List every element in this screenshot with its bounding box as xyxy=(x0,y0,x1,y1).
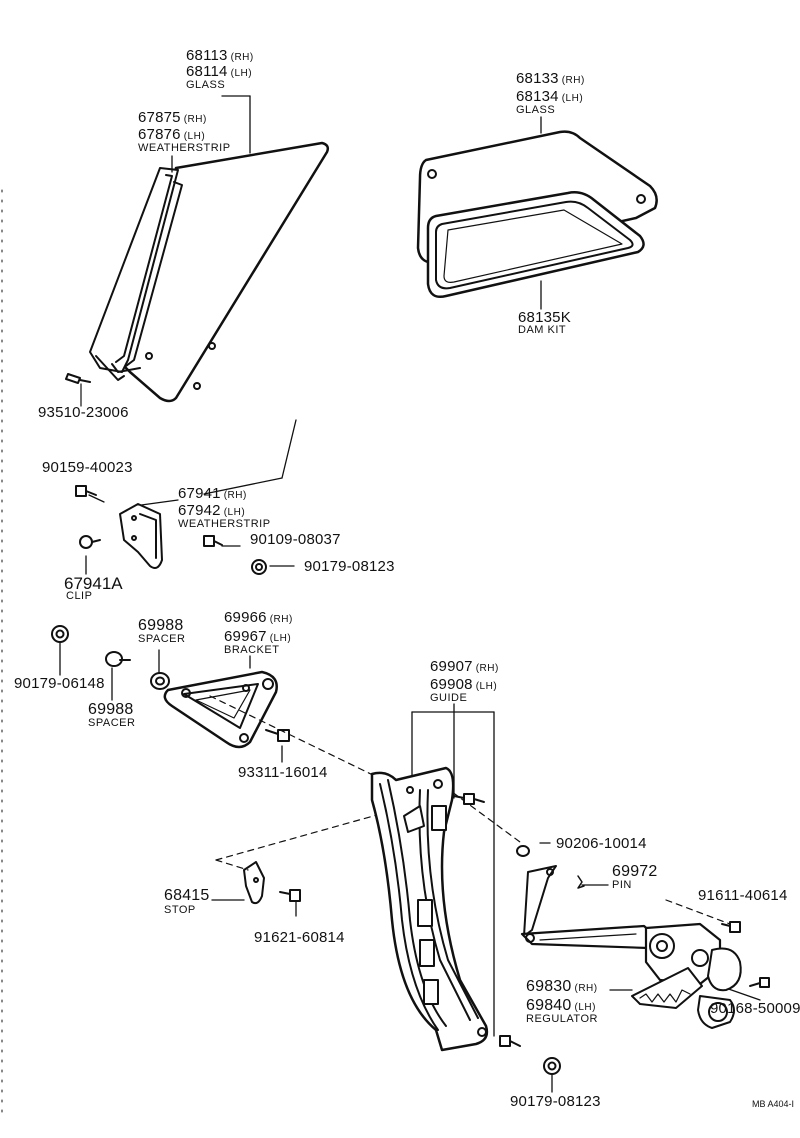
spacer-left xyxy=(105,651,131,667)
bracket-rh-label: 69966(RH) xyxy=(224,609,293,626)
weatherstrip-front xyxy=(89,167,183,381)
weatherstrip-67942-lh-label: 67942(LH) xyxy=(178,502,246,519)
bolt-91611-label: 91611-40614 xyxy=(698,887,788,904)
nut-90179-upper xyxy=(251,559,267,575)
glass-rh-label: 68113(RH) xyxy=(186,47,254,64)
washer-90206-label: 90206-10014 xyxy=(556,835,647,852)
bolt-91621 xyxy=(279,889,301,902)
dam-kit xyxy=(426,191,645,298)
guide-lh-label: 69908(LH) xyxy=(430,676,498,693)
stop-name: STOP xyxy=(164,904,196,916)
dam-kit-name: DAM KIT xyxy=(518,324,567,336)
stop xyxy=(215,859,265,905)
clip-67941a xyxy=(79,535,101,549)
nut-90179-lower-label: 90179-08123 xyxy=(510,1093,601,1110)
bolt-93311-label: 93311-16014 xyxy=(238,764,328,781)
leaders-upper xyxy=(59,95,542,763)
glass-lh-label: 68114(LH) xyxy=(186,63,253,80)
screw-90168-label: 90168-50009 xyxy=(710,1000,800,1017)
spacer-top-name: SPACER xyxy=(138,633,186,645)
bolt-90109-label: 90109-08037 xyxy=(250,531,341,548)
alignment-lines xyxy=(209,695,731,925)
weatherstrip-name: WEATHERSTRIP xyxy=(138,142,231,154)
pin-number: 69972 xyxy=(612,863,658,880)
nut-90179-06148-label: 90179-06148 xyxy=(14,675,105,692)
bolt-90159-label: 90159-40023 xyxy=(42,459,133,476)
dam-kit-number: 68135K xyxy=(518,309,571,326)
regulator-lh-label: 69840(LH) xyxy=(526,997,596,1014)
guide-name: GUIDE xyxy=(430,692,468,704)
glass-name: GLASS xyxy=(186,79,226,91)
regulator-rh-label: 69830(RH) xyxy=(526,978,598,995)
bracket-lh-label: 69967(LH) xyxy=(224,628,292,645)
quarter-glass-lh-label: 68134(LH) xyxy=(516,88,584,105)
guide-channel xyxy=(370,766,489,1052)
door-glass xyxy=(116,141,330,403)
nut-90179-06148 xyxy=(51,625,69,643)
pin-69972 xyxy=(577,875,585,889)
weatherstrip-rear-piece xyxy=(119,503,163,569)
nut-90179-lower xyxy=(543,1057,561,1075)
bolt-91611 xyxy=(721,921,741,933)
nut-90179-upper-label: 90179-08123 xyxy=(304,558,395,575)
screw-93510-label: 93510-23006 xyxy=(38,404,129,421)
bolt-90159 xyxy=(75,485,97,497)
quarter-glass-name: GLASS xyxy=(516,104,556,116)
bolt-guide xyxy=(453,793,485,805)
screw-90168 xyxy=(749,977,770,988)
washer-90206 xyxy=(516,845,530,857)
clip-name: CLIP xyxy=(66,590,93,602)
bracket-name: BRACKET xyxy=(224,644,280,656)
spacer-top-number: 69988 xyxy=(138,617,184,634)
bolt-91621-label: 91621-60814 xyxy=(254,929,345,946)
footer-code: MB A404-I xyxy=(752,1099,795,1109)
pin-name: PIN xyxy=(612,879,632,891)
regulator xyxy=(520,865,742,1029)
weatherstrip-rh-label: 67875(RH) xyxy=(138,109,207,126)
bolt-lower-guide xyxy=(499,1035,521,1047)
bracket xyxy=(163,670,278,749)
weatherstrip-67941-rh-label: 67941(RH) xyxy=(178,485,247,502)
clip-number: 67941A xyxy=(64,574,123,593)
guide-rh-label: 69907(RH) xyxy=(430,658,499,675)
quarter-glass-rh-label: 68133(RH) xyxy=(516,70,585,87)
bolt-93311 xyxy=(265,729,290,742)
bolt-90109 xyxy=(203,535,223,547)
screw-93510 xyxy=(65,373,91,407)
spacer-bottom-number: 69988 xyxy=(88,701,134,718)
spacer-ring xyxy=(150,672,170,690)
spacer-bottom-name: SPACER xyxy=(88,717,136,729)
regulator-name: REGULATOR xyxy=(526,1013,598,1025)
stop-number: 68415 xyxy=(164,887,210,904)
weatherstrip-lh-label: 67876(LH) xyxy=(138,126,206,143)
weatherstrip-rear-name: WEATHERSTRIP xyxy=(178,518,271,530)
